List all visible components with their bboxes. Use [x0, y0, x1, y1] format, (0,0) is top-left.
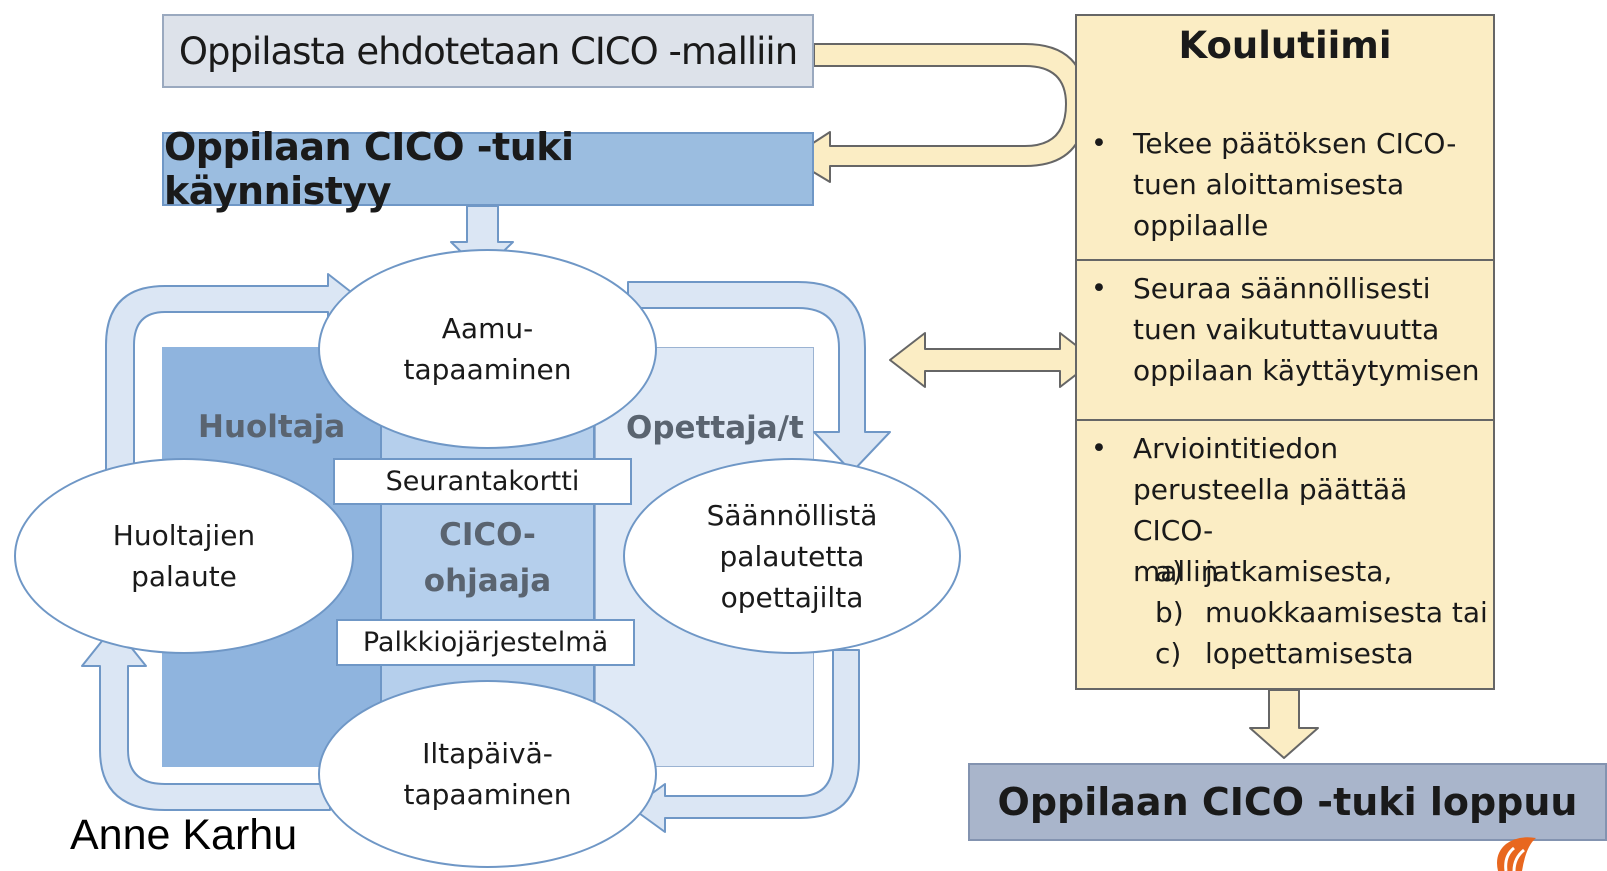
team-section-3: • Arviointitiedon perusteella päättää CI… [1077, 419, 1493, 692]
team-section-2-text: Seuraa säännöllisesti tuen vaikututtavuu… [1133, 272, 1480, 387]
cycle-arrow-to-afternoon [631, 649, 860, 833]
option-a-text: jatkamisesta, [1205, 555, 1393, 588]
bullet-2: • [1091, 273, 1107, 304]
double-arrow [889, 332, 1096, 388]
team-section-3-text: Arviointitiedon perusteella päättää CICO… [1133, 432, 1408, 588]
support-end-box: Oppilaan CICO -tuki loppuu [968, 763, 1607, 841]
option-b-letter: b) [1155, 596, 1184, 629]
support-start-box: Oppilaan CICO -tuki käynnistyy [162, 125, 814, 213]
option-c: c) lopettamisesta [1155, 633, 1414, 674]
teacher-feedback-oval: Säännöllistä palautetta opettajilta [623, 458, 961, 654]
teacher-label: Opettaja/t [626, 410, 804, 446]
team-section-2: • Seuraa säännöllisesti tuen vaikututtav… [1077, 259, 1493, 421]
school-team-panel: Koulutiimi • Tekee päätöksen CICO- tuen … [1075, 14, 1495, 690]
cycle-arrow-to-guardian [81, 625, 331, 811]
cycle-arrow-to-morning [105, 273, 361, 473]
proposal-box: Oppilasta ehdotetaan CICO -malliin [162, 14, 814, 88]
team-section-1-text: Tekee päätöksen CICO- tuen aloittamisest… [1133, 127, 1457, 242]
guardian-label: Huoltaja [198, 409, 346, 445]
option-b-text: muokkaamisesta tai [1205, 596, 1488, 629]
option-c-text: lopettamisesta [1205, 637, 1414, 670]
team-down-arrow [1249, 689, 1319, 759]
option-c-letter: c) [1155, 637, 1182, 670]
reward-system-label: Palkkiojärjestelmä [336, 619, 635, 666]
author-credit: Anne Karhu [70, 811, 298, 859]
uturn-arrow [789, 43, 1087, 183]
counselor-label: CICO- ohjaaja [423, 517, 552, 599]
morning-meeting-oval: Aamu- tapaaminen [318, 249, 657, 449]
guardian-feedback-oval: Huoltajien palaute [14, 458, 354, 654]
bullet-3: • [1091, 433, 1107, 464]
option-a: a) jatkamisesta, [1155, 551, 1392, 592]
team-title: Koulutiimi [1178, 24, 1392, 67]
cycle-arrow-to-feedback [627, 281, 891, 473]
tracking-card-label: Seurantakortti [333, 458, 632, 505]
afternoon-meeting-oval: Iltapäivä- tapaaminen [318, 680, 657, 868]
bullet-1: • [1091, 128, 1107, 159]
logo-icon [1497, 837, 1536, 871]
option-b: b) muokkaamisesta tai [1155, 592, 1488, 633]
option-a-letter: a) [1155, 555, 1184, 588]
